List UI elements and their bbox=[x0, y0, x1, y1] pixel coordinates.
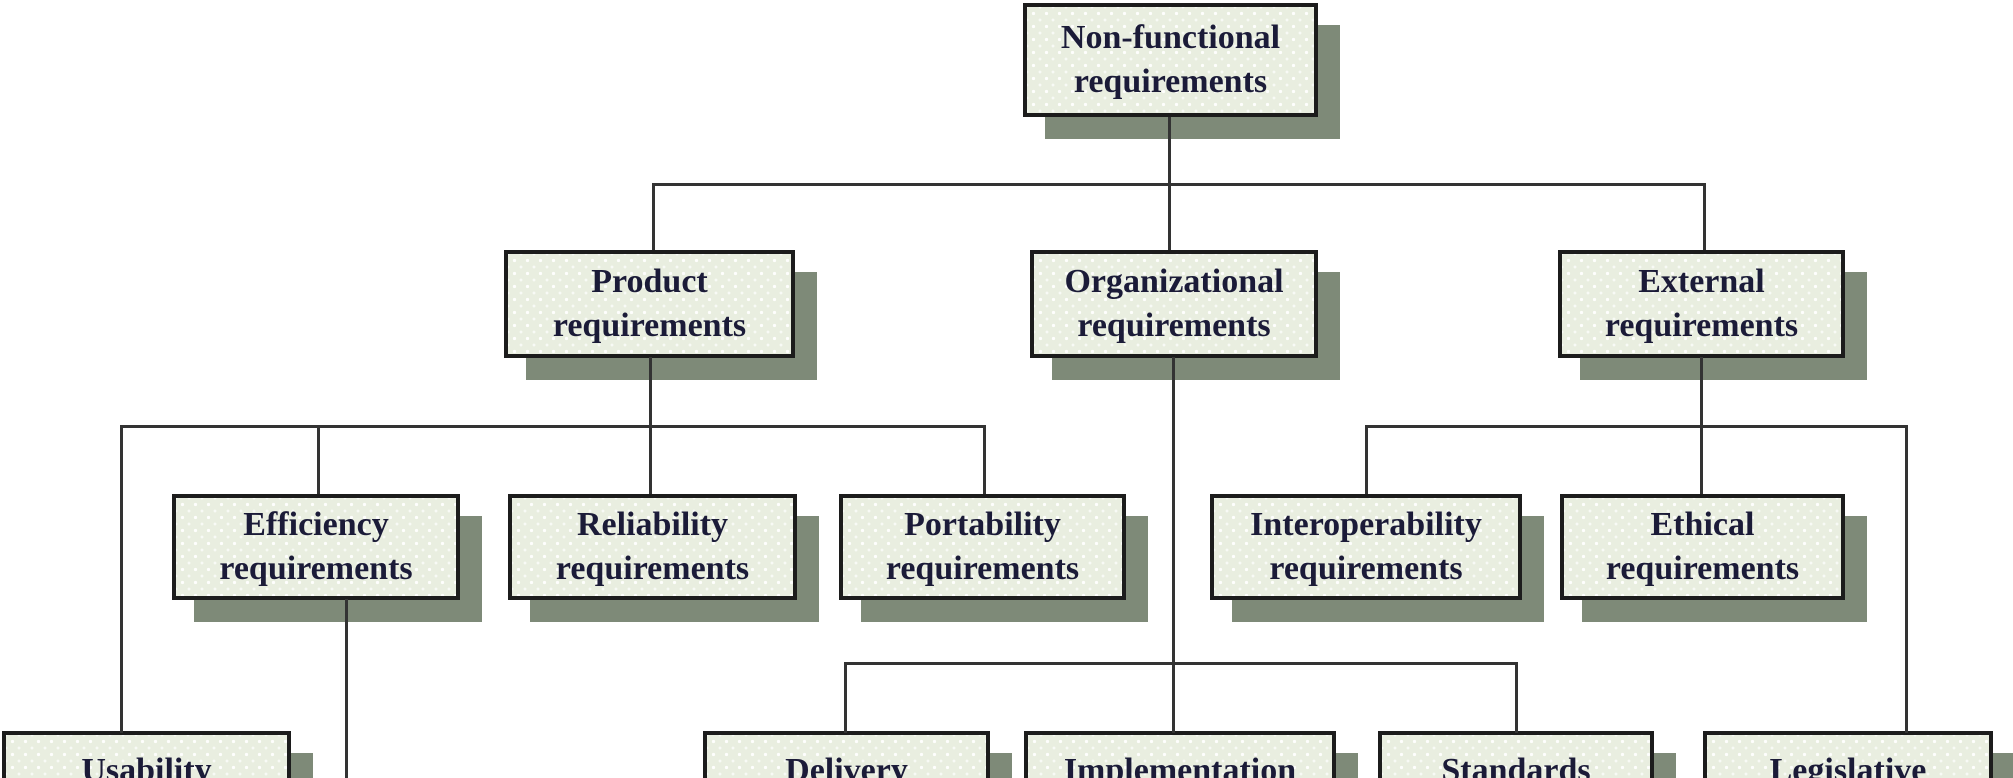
node-product-requirements: Product requirements bbox=[504, 250, 795, 358]
connector-line bbox=[1365, 425, 1368, 494]
node-label: Implementation bbox=[1063, 752, 1297, 778]
node-portability-requirements: Portability requirements bbox=[839, 494, 1126, 600]
node-label: Delivery bbox=[785, 752, 908, 778]
connector-line bbox=[317, 425, 320, 494]
node-label: requirements bbox=[1604, 307, 1799, 344]
connector-line bbox=[983, 425, 986, 494]
node-label: Product bbox=[591, 263, 708, 300]
node-ethical-requirements: Ethical requirements bbox=[1560, 494, 1845, 600]
node-label: requirements bbox=[555, 550, 750, 587]
node-label: Interoperability bbox=[1250, 506, 1482, 543]
connector-line bbox=[1703, 183, 1706, 250]
node-non-functional-requirements: Non-functional requirements bbox=[1023, 3, 1318, 117]
connector-line bbox=[345, 599, 348, 778]
node-label: Standards bbox=[1441, 752, 1591, 778]
connector-line bbox=[120, 425, 986, 428]
node-organizational-requirements: Organizational requirements bbox=[1030, 250, 1318, 358]
node-label: Reliability bbox=[576, 506, 729, 543]
node-label: requirements bbox=[1605, 550, 1800, 587]
node-label: Efficiency bbox=[243, 506, 389, 543]
connector-line bbox=[120, 425, 123, 733]
node-implementation: Implementation bbox=[1024, 731, 1336, 778]
connector-line bbox=[1515, 662, 1518, 733]
connector-line bbox=[844, 662, 1518, 665]
node-label: Usability bbox=[81, 752, 212, 778]
node-label: Legislative bbox=[1769, 752, 1927, 778]
node-efficiency-requirements: Efficiency requirements bbox=[172, 494, 460, 600]
connector-line bbox=[652, 183, 1706, 186]
node-label: Non-functional bbox=[1060, 19, 1281, 56]
node-reliability-requirements: Reliability requirements bbox=[508, 494, 797, 600]
node-usability: Usability bbox=[2, 731, 291, 778]
connector-line bbox=[844, 662, 847, 733]
node-label: requirements bbox=[885, 550, 1080, 587]
node-label: requirements bbox=[219, 550, 413, 587]
node-external-requirements: External requirements bbox=[1558, 250, 1845, 358]
node-label: External bbox=[1638, 263, 1765, 300]
connector-line bbox=[1172, 357, 1175, 733]
node-label: requirements bbox=[1077, 307, 1271, 344]
connector-line bbox=[1905, 425, 1908, 733]
node-standards: Standards bbox=[1378, 731, 1654, 778]
node-label: Portability bbox=[904, 506, 1061, 543]
node-legislative: Legislative bbox=[1703, 731, 1993, 778]
connector-line bbox=[652, 183, 655, 250]
node-delivery: Delivery bbox=[703, 731, 990, 778]
node-label: requirements bbox=[1269, 550, 1463, 587]
node-label: requirements bbox=[552, 307, 747, 344]
connector-line bbox=[1365, 425, 1908, 428]
node-interoperability-requirements: Interoperability requirements bbox=[1210, 494, 1522, 600]
node-label: requirements bbox=[1073, 63, 1268, 100]
node-label: Organizational bbox=[1064, 263, 1284, 300]
node-label: Ethical bbox=[1650, 506, 1755, 543]
